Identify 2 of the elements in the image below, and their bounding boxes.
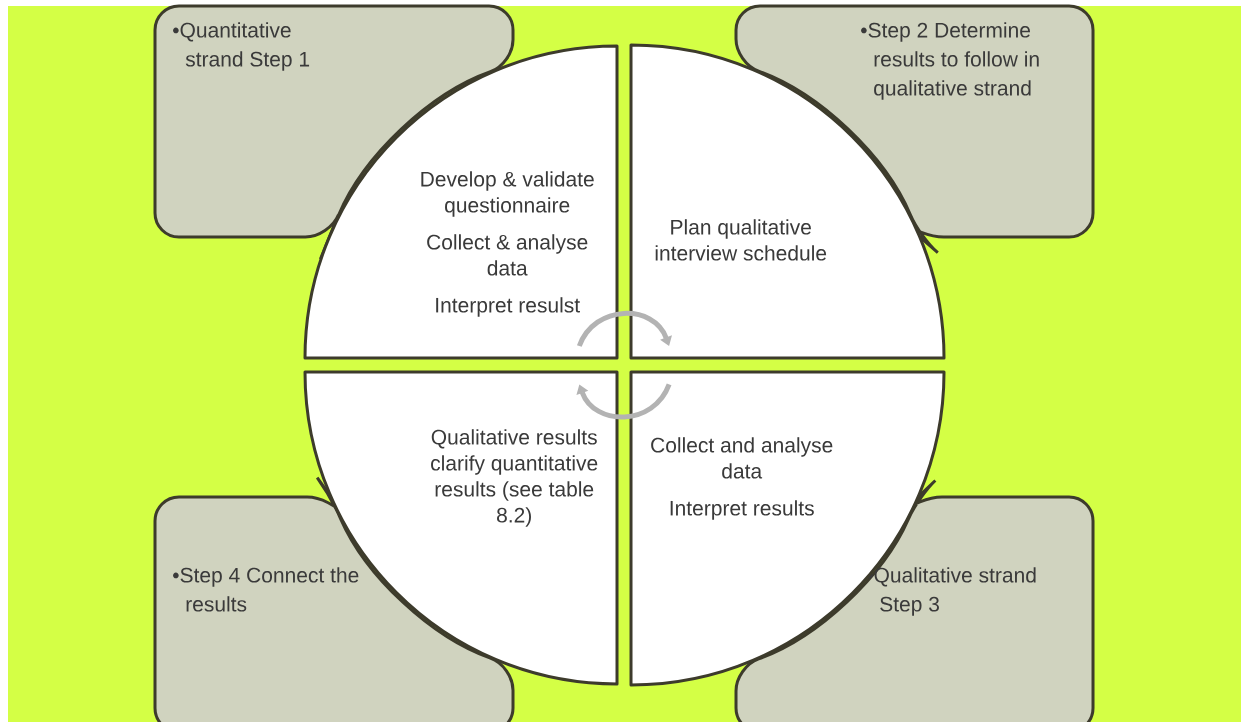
cycle-arrow xyxy=(576,383,672,420)
cycle-arrow xyxy=(577,311,672,348)
